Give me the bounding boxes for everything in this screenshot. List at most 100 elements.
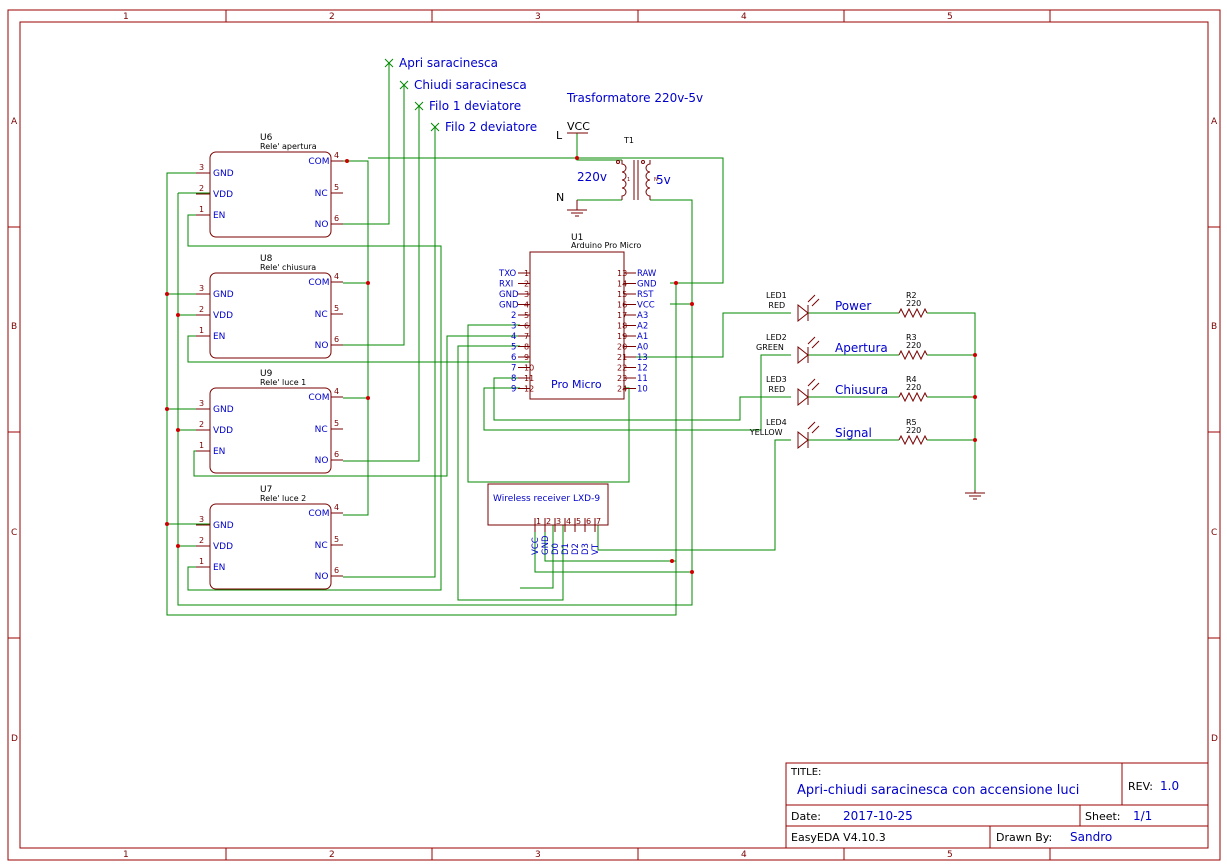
arduino-pin-name: GND: [637, 280, 657, 290]
relay-pin-number: 2: [199, 305, 204, 314]
arduino-pin-number: 20: [617, 343, 627, 352]
transformer-t1: Trasformatore 220v-5v VCC T1 L N 220v 5v…: [556, 91, 703, 217]
resistor-icon: [898, 391, 928, 403]
relay-pin-number: 4: [334, 503, 339, 512]
rev-value: 1.0: [1160, 779, 1179, 793]
relay-pin-name: NC: [315, 541, 328, 551]
arduino-pin-name: GND: [499, 290, 519, 300]
relay-pin-number: 1: [199, 326, 204, 335]
arduino-pin-name: GND: [499, 301, 519, 311]
relay-pin-name: GND: [213, 290, 234, 300]
date-value: 2017-10-25: [843, 809, 913, 823]
no-connect-flag: [384, 58, 394, 68]
receiver-pin-name: D3: [581, 543, 591, 555]
frame-col-label-bottom: 3: [535, 850, 541, 860]
rev-label: REV:: [1128, 780, 1153, 793]
resistor-value: 220: [906, 383, 921, 392]
ground-symbol: [965, 490, 985, 500]
no-connect-flag: [430, 122, 440, 132]
frame-row-label-left: A: [11, 117, 18, 127]
receiver-pin-name: VT: [591, 543, 601, 555]
arduino-pin-number: 17: [617, 311, 627, 320]
resistor-value: 220: [906, 426, 921, 435]
arduino-pin-name: 10: [637, 385, 648, 395]
arduino-pin-name: TXO: [498, 269, 516, 279]
receiver-pin-number: 7: [596, 517, 601, 526]
frame-col-label-top: 5: [947, 12, 953, 22]
line-label: L: [556, 129, 563, 142]
frame-row-label-right: D: [1211, 734, 1218, 744]
relay-pin-number: 4: [334, 151, 339, 160]
led-emit-arrow: [811, 382, 820, 391]
led-color: RED: [768, 385, 785, 394]
net-flag-label: Apri saracinesca: [399, 56, 498, 70]
relay-pin-name: VDD: [213, 542, 233, 552]
relay-pin-number: 5: [334, 183, 339, 192]
relay-pin-number: 2: [199, 420, 204, 429]
arduino-pin-number: 6: [524, 322, 529, 331]
arduino-pin-number: 23: [617, 374, 627, 383]
resistor-icon: [898, 349, 928, 361]
relay-pin-name: COM: [308, 509, 329, 519]
resistor-designator: R5: [906, 418, 917, 427]
arduino-pin-name: 13: [637, 353, 648, 363]
frame-col-label-top: 4: [741, 12, 747, 22]
relay-name: Rele' chiusura: [260, 263, 316, 272]
relay-pin-number: 5: [334, 419, 339, 428]
arduino-pin-name: 12: [637, 364, 648, 374]
arduino-pin-number: 3: [524, 290, 529, 299]
resistor-value: 220: [906, 299, 921, 308]
arduino-pin-name: 11: [637, 374, 648, 384]
arduino-pin-name: 2: [511, 311, 516, 321]
relay-pin-number: 2: [199, 184, 204, 193]
arduino-pin-number: 12: [524, 385, 534, 394]
frame-row-label-left: B: [11, 322, 17, 332]
led-designator: LED4: [766, 418, 787, 427]
arduino-pin-name: A1: [637, 332, 648, 342]
arduino-body: [529, 251, 625, 400]
frame-col-label-bottom: 2: [329, 850, 335, 860]
led-emit-arrow: [811, 298, 820, 307]
frame-row-label-right: B: [1211, 322, 1217, 332]
arduino-pin-name: VCC: [637, 301, 655, 311]
relay-pin-name: GND: [213, 521, 234, 531]
relay-pin-number: 1: [199, 441, 204, 450]
arduino-pin-number: 11: [524, 374, 534, 383]
arduino-pin-number: 7: [524, 332, 529, 341]
relay-pin-name: NO: [315, 572, 329, 582]
receiver-body: [487, 483, 609, 526]
arduino-pin-number: 9: [524, 353, 529, 362]
frame-col-label-top: 3: [535, 12, 541, 22]
arduino-pin-number: 19: [617, 332, 627, 341]
resistor-designator: R3: [906, 333, 917, 342]
relay-pin-number: 3: [199, 515, 204, 524]
receiver-pin-name: GND: [541, 535, 551, 555]
arduino-pin-number: 5: [524, 311, 529, 320]
receiver-pin-number: 4: [566, 517, 571, 526]
led-label: Power: [835, 299, 871, 313]
secondary-voltage: 5v: [656, 173, 671, 187]
date-label: Date:: [791, 810, 821, 823]
no-connect-flag: [414, 101, 424, 111]
sheet-value: 1/1: [1133, 809, 1152, 823]
arduino-pin-number: 15: [617, 290, 627, 299]
led-label: Signal: [835, 426, 872, 440]
arduino-name: Arduino Pro Micro: [571, 241, 641, 250]
net-flag-label: Chiudi saracinesca: [414, 78, 527, 92]
arduino-pin-name: A2: [637, 322, 648, 332]
relay-designator: U9: [260, 369, 273, 379]
relay-pin-number: 6: [334, 335, 339, 344]
vcc-label: VCC: [567, 120, 590, 133]
led-label: Chiusura: [835, 383, 888, 397]
arduino-pin-name: 4: [511, 332, 516, 342]
relay-name: Rele' apertura: [260, 142, 317, 151]
relay-name: Rele' luce 2: [260, 494, 306, 503]
neutral-label: N: [556, 191, 564, 204]
